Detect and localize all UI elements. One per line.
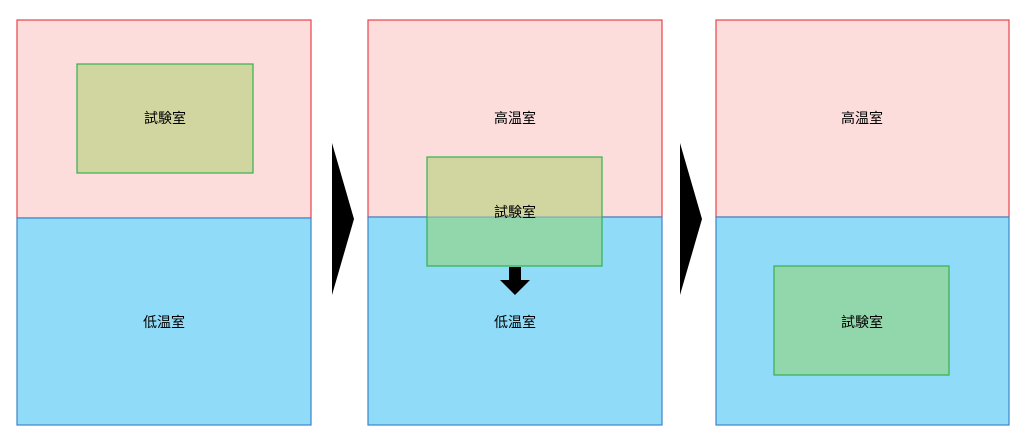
panel-2: 高温室 低温室 試験室 <box>367 19 663 426</box>
panel-2-test-chamber-lower <box>427 217 602 266</box>
panel-1-test-chamber <box>76 63 254 174</box>
panel-2-test-label: 試験室 <box>494 204 536 221</box>
panel-1-cold-label: 低温室 <box>143 314 185 331</box>
triangle-right-icon <box>680 143 702 295</box>
panel-1-cold-zone <box>16 217 312 426</box>
panel-3-test-chamber <box>773 265 950 376</box>
panel-2-test-chamber-border <box>426 156 603 267</box>
panel-3: 高温室 試験室 <box>715 19 1010 426</box>
panel-1-test-label: 試験室 <box>144 110 186 127</box>
triangle-right-icon <box>332 143 354 295</box>
panel-1: 試験室 低温室 <box>16 19 312 426</box>
panel-3-test-label: 試験室 <box>841 314 883 331</box>
panel-2-cold-label: 低温室 <box>494 314 536 331</box>
panel-3-hot-label: 高温室 <box>841 110 883 127</box>
panel-2-test-chamber-upper <box>427 157 602 217</box>
panel-2-hot-label: 高温室 <box>494 110 536 127</box>
panel-3-hot-zone <box>715 19 1010 218</box>
arrow-down-icon <box>500 267 530 295</box>
